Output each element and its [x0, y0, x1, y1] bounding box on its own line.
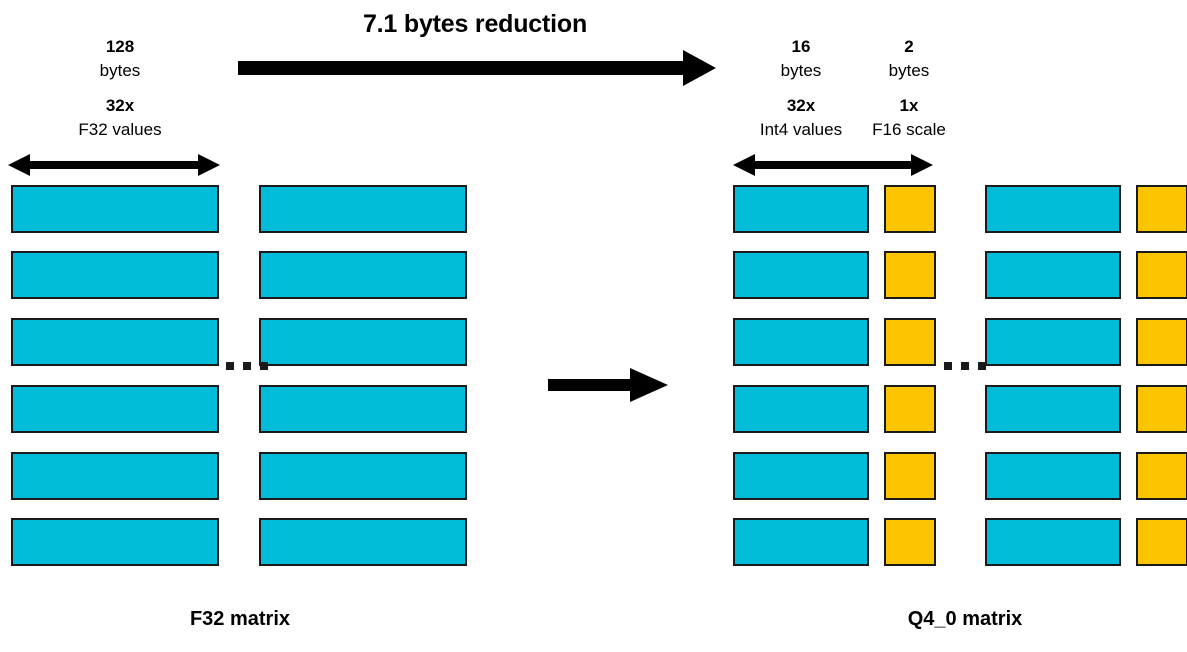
f32-matrix-ellipsis	[226, 362, 268, 370]
q4-values-cell	[985, 385, 1121, 433]
q4-scale-cell	[884, 251, 936, 299]
right-values-size-unit: bytes	[780, 61, 822, 80]
f32-cell	[11, 518, 219, 566]
f32-cell	[259, 251, 467, 299]
q4-values-cell	[733, 518, 869, 566]
q4-values-cell	[733, 251, 869, 299]
right-values-size-value: 16	[791, 37, 811, 56]
f32-cell	[11, 318, 219, 366]
f32-matrix-caption: F32 matrix	[189, 608, 291, 630]
q4-scale-cell	[884, 518, 936, 566]
q4-scale-cell	[1136, 318, 1187, 366]
left-size-value: 128	[105, 37, 135, 56]
q4-values-cell	[733, 452, 869, 500]
transform-arrow-icon	[548, 368, 668, 402]
f32-cell	[11, 185, 219, 233]
q4-scale-cell	[884, 185, 936, 233]
right-values-type-label: Int4 values	[759, 120, 843, 139]
ellipsis-dot	[260, 362, 268, 370]
ellipsis-dot	[961, 362, 969, 370]
ellipsis-dot	[226, 362, 234, 370]
q4-values-cell	[985, 251, 1121, 299]
diagram-title: 7.1 bytes reduction	[362, 10, 588, 38]
ellipsis-dot	[243, 362, 251, 370]
ellipsis-dot	[944, 362, 952, 370]
q4-values-cell	[985, 452, 1121, 500]
q4-values-cell	[733, 318, 869, 366]
right-scale-size-unit: bytes	[888, 61, 930, 80]
f32-cell	[259, 385, 467, 433]
right-span-double-arrow-icon	[733, 153, 933, 177]
q4-values-cell	[733, 385, 869, 433]
f32-cell	[259, 318, 467, 366]
q4-scale-cell	[1136, 185, 1187, 233]
q4-matrix-caption: Q4_0 matrix	[907, 608, 1023, 630]
q4-scale-cell	[1136, 518, 1187, 566]
q4-values-cell	[985, 318, 1121, 366]
q4-scale-cell	[1136, 385, 1187, 433]
f32-matrix	[0, 0, 480, 600]
f32-cell	[11, 251, 219, 299]
q4-scale-cell	[884, 318, 936, 366]
ellipsis-dot	[978, 362, 986, 370]
q4-scale-cell	[884, 385, 936, 433]
q4-scale-cell	[884, 452, 936, 500]
left-type-label: F32 values	[78, 120, 162, 139]
q4-values-cell	[985, 185, 1121, 233]
right-scale-count: 1x	[899, 96, 919, 115]
f32-cell	[11, 385, 219, 433]
f32-cell	[11, 452, 219, 500]
right-values-count: 32x	[786, 96, 816, 115]
q4-matrix	[733, 185, 1187, 566]
right-scale-type-label: F16 scale	[872, 120, 946, 139]
reduction-arrow-icon	[238, 50, 718, 86]
q4-scale-cell	[1136, 452, 1187, 500]
left-size-unit: bytes	[99, 61, 141, 80]
f32-cell	[259, 452, 467, 500]
q4-values-cell	[985, 518, 1121, 566]
left-count: 32x	[105, 96, 135, 115]
f32-cell	[259, 185, 467, 233]
right-scale-size-value: 2	[904, 37, 914, 56]
f32-cell	[259, 518, 467, 566]
q4-values-cell	[733, 185, 869, 233]
q4-matrix-ellipsis	[944, 362, 986, 370]
left-span-double-arrow-icon	[8, 153, 220, 177]
q4-scale-cell	[1136, 251, 1187, 299]
